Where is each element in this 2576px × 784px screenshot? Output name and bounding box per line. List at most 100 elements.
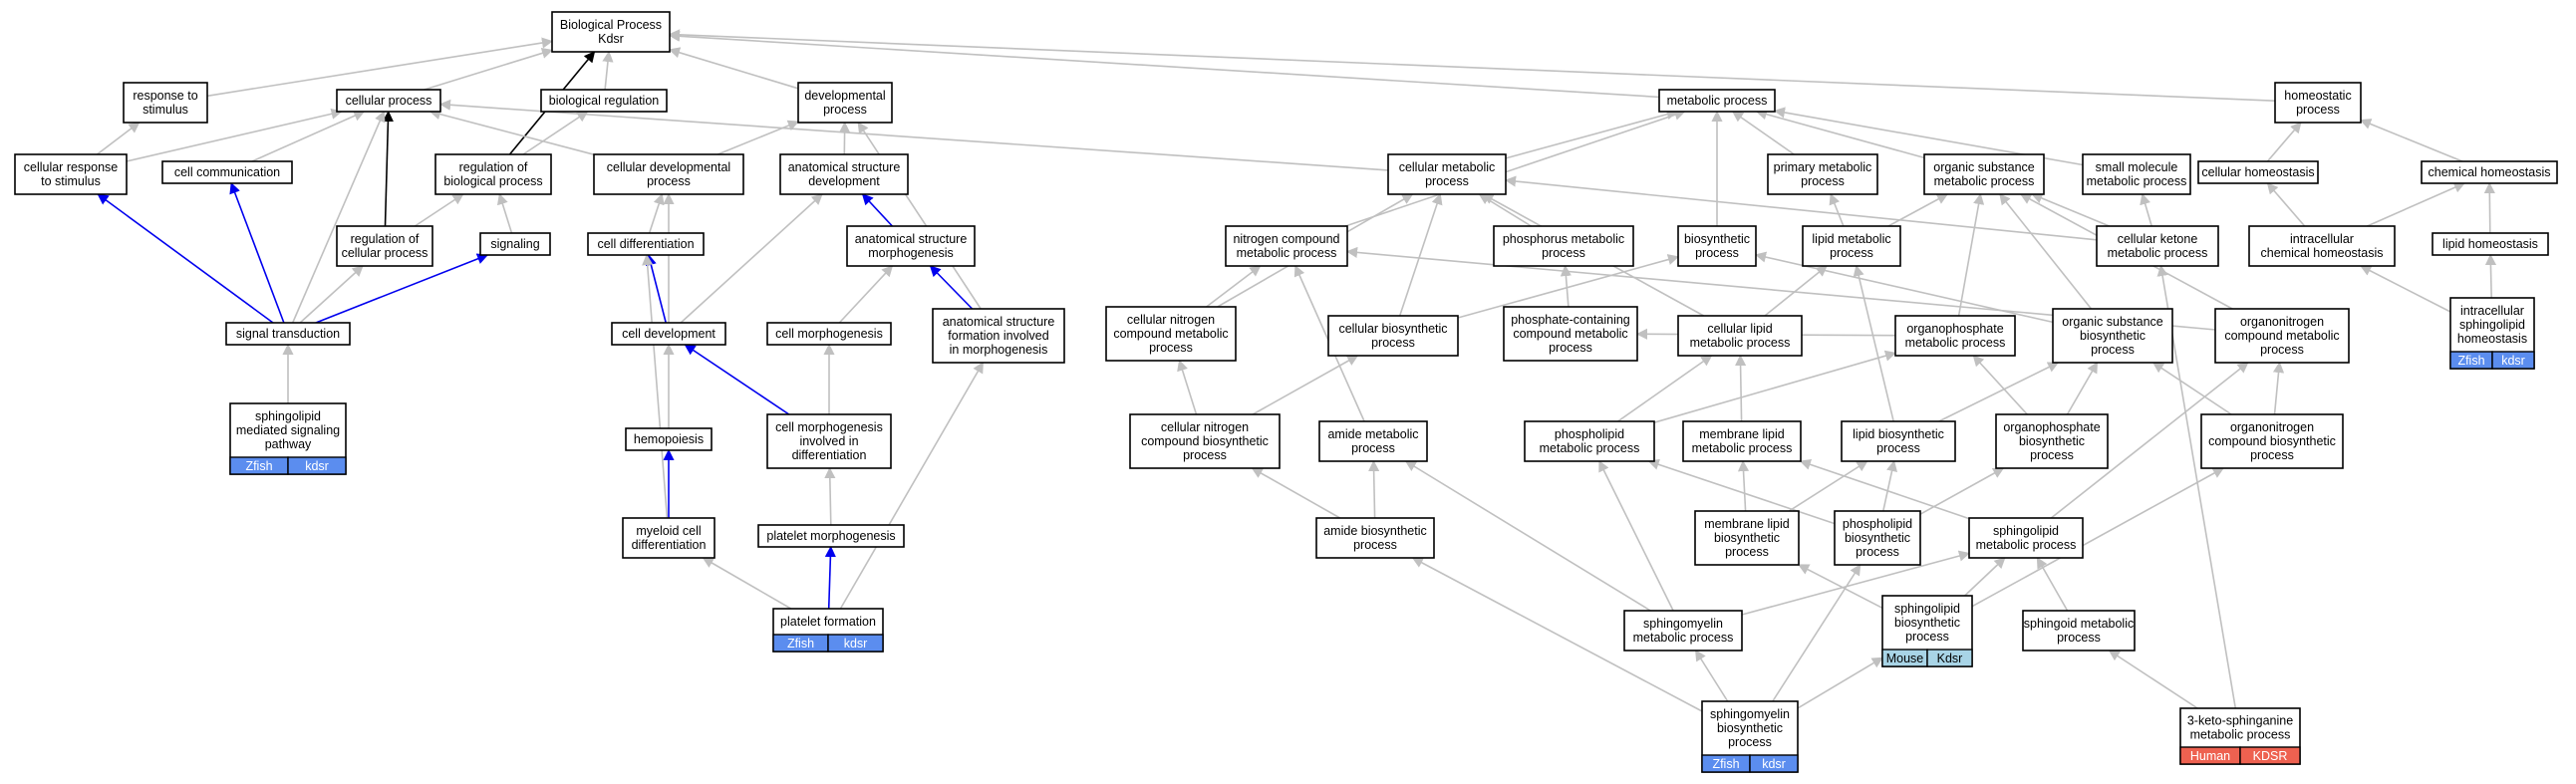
node-label-line: process: [1353, 538, 1397, 552]
node-cellhomeo[interactable]: cellular homeostasis: [2197, 160, 2319, 184]
edge-sigtrans-to-cellresp: [97, 193, 274, 324]
edges-layer: [96, 29, 2497, 712]
node-intrasphingo[interactable]: intracellularsphingolipidhomeostasisZfis…: [2449, 297, 2535, 370]
edge-ketosphinganine-to-sphingoid: [2108, 650, 2198, 709]
node-label-line: cellular nitrogen: [1161, 420, 1249, 434]
species-badge[interactable]: [1926, 649, 1973, 667]
node-label-line: anatomical structure: [788, 160, 901, 174]
node-label-line: pathway: [265, 437, 312, 451]
edge-bioreg-to-root: [602, 50, 614, 91]
node-bioreg[interactable]: biological regulation: [540, 89, 668, 113]
node-label-line: cell morphogenesis: [775, 420, 883, 434]
edge-cellketone-to-orgsubmetab: [2031, 192, 2111, 227]
node-label-line: process: [1425, 174, 1469, 188]
edge-orgsubbiosyn-to-biosyn: [1754, 251, 2054, 324]
edge-cellmetab-to-metab: [1505, 109, 1678, 159]
edge-sphingolipidbiosyn-to-orgnitrobiosyn: [1971, 467, 2224, 608]
node-chemhomeo[interactable]: chemical homeostasis: [2421, 160, 2558, 184]
node-plateletmorph[interactable]: platelet morphogenesis: [757, 524, 905, 548]
edge-regbio-to-bioreg: [522, 111, 589, 155]
species-badge[interactable]: [2239, 746, 2301, 765]
node-metab[interactable]: metabolic process: [1658, 89, 1776, 113]
edge-cellmorph-to-anatmorph: [838, 265, 894, 324]
node-label-line: biosynthetic: [1845, 531, 1910, 545]
node-cellmorph[interactable]: cell morphogenesis: [766, 322, 892, 346]
node-label-line: membrane lipid: [1699, 427, 1785, 441]
node-label-line: phosphate-containing: [1511, 313, 1630, 327]
edge-ketosphinganine-to-cellketone: [2156, 264, 2237, 709]
node-box: [336, 89, 441, 113]
node-signaling[interactable]: signaling: [479, 232, 551, 256]
node-hemopoiesis[interactable]: hemopoiesis: [625, 427, 713, 451]
species-badge[interactable]: [827, 634, 884, 653]
node-label-line: lipid metabolic: [1812, 232, 1890, 246]
node-celldiff[interactable]: cell differentiation: [587, 232, 705, 256]
node-label-line: cellular biosynthetic: [1338, 322, 1447, 336]
edge-sphingomyelinbiosyn-to-sphingomyelinmetab: [1694, 650, 1729, 702]
node-celldev[interactable]: cell development: [611, 322, 726, 346]
species-badge[interactable]: [1749, 754, 1799, 773]
species-badge[interactable]: [287, 456, 347, 475]
species-badge[interactable]: [2491, 351, 2535, 370]
edge-cellnitro-to-nitrogen: [1206, 265, 1262, 308]
node-label-line: metabolic process: [1690, 336, 1791, 350]
node-label-line: Kdsr: [598, 32, 624, 46]
edge-sphingomyelinbiosyn-to-amidebiosyn: [1411, 557, 1703, 712]
edge-amidebiosyn-to-cellnitrobiosyn: [1251, 467, 1341, 519]
node-sigtrans[interactable]: signal transduction: [225, 322, 351, 346]
edge-anatform-to-devproc: [857, 122, 982, 310]
node-lipidhomeo[interactable]: lipid homeostasis: [2432, 232, 2549, 256]
node-box: [161, 160, 293, 184]
node-cellcomm[interactable]: cell communication: [161, 160, 293, 184]
node-cellproc[interactable]: cellular process: [336, 89, 441, 113]
